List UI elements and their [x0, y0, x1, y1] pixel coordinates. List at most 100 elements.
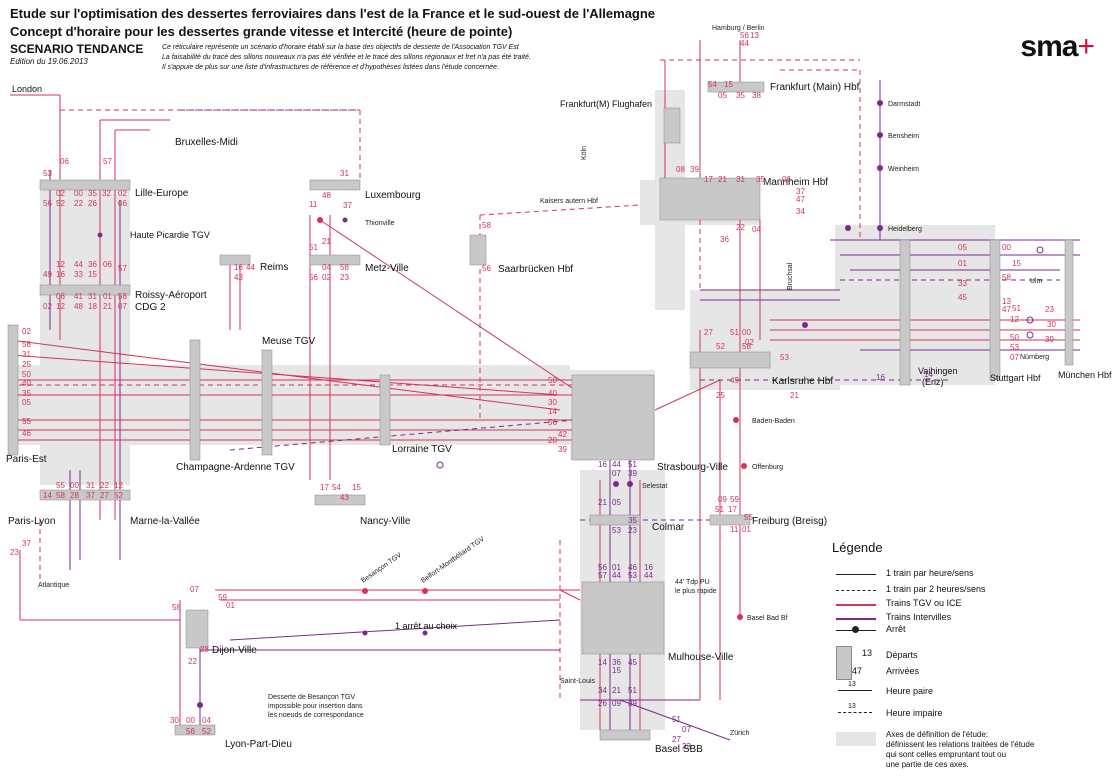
time-label-lyon: 00 [186, 716, 195, 725]
time-label-marne: 22 [100, 481, 109, 490]
time-label-karlsruhe: 27 [704, 328, 713, 337]
station-box-saarbrucken [470, 235, 486, 265]
label-colmar: Colmar [652, 522, 685, 533]
station-box-paris-est [8, 325, 18, 455]
stop-selestat [613, 481, 619, 487]
time-label-metz: 58 [340, 263, 349, 272]
time-label-marne: 27 [100, 491, 109, 500]
time-label-lyon: 56 [186, 727, 195, 736]
time-label-roissy-bot: 06 [56, 292, 65, 301]
time-label-mannheim: 31 [736, 175, 745, 184]
station-box-meuse [262, 350, 272, 455]
stop-choix-2 [363, 631, 368, 636]
time-label-marne: 52 [114, 491, 123, 500]
time-label-stuttgart: 23 [1045, 305, 1054, 314]
time-label-paris-est-l: 55 [22, 417, 31, 426]
time-label-strasbourg-b: 35 [628, 516, 637, 525]
station-box-basel [600, 730, 650, 740]
time-label-reims: 16 [234, 263, 243, 272]
time-label-stuttgart: 12 [1010, 315, 1019, 324]
time-label-metz: 23 [340, 273, 349, 282]
time-label-roissy-bot: 18 [88, 302, 97, 311]
time-label-strasbourg-b: 16 [598, 460, 607, 469]
stop-ulm-1 [1037, 247, 1043, 253]
time-label-metz: 21 [322, 237, 331, 246]
time-label-saar: 58 [482, 221, 491, 230]
axis-zone-icon [836, 732, 876, 746]
label-champagne: Champagne-Ardenne TGV [176, 462, 295, 473]
label-atlantique: Atlantique [38, 582, 69, 589]
label-selestat: Selestat [642, 483, 667, 490]
label-frankfurt: Frankfurt (Main) Hbf [770, 82, 860, 93]
time-label-lille: 00 [74, 189, 83, 198]
time-label-freiburg: 09 [718, 495, 727, 504]
stop-heidelberg-2 [845, 225, 851, 231]
time-label-karlsruhe: 49 [730, 376, 739, 385]
stop-lyon-iv [197, 702, 203, 708]
time-label-strasbourg-b: 23 [628, 526, 637, 535]
station-box-vaihingen [900, 240, 910, 385]
station-box-mannheim [660, 178, 760, 220]
time-label-karlsruhe: 25 [716, 391, 725, 400]
time-label-paris-est-l: 46 [22, 429, 31, 438]
time-label-mulhouse: 51 [628, 686, 637, 695]
label-flughafen: Frankfurt(M) Flughafen [560, 99, 652, 109]
time-label-freiburg: 55 [744, 513, 753, 522]
legend-axes-4: une partie de ces axes. [886, 760, 969, 769]
time-label-lille: 57 [103, 157, 112, 166]
time-label-paris-est-l: 40 [22, 379, 31, 388]
time-label-strasbourg-b: 21 [598, 498, 607, 507]
time-label-stuttgart: 00 [1002, 243, 1011, 252]
time-label-roissy-bot: 02 [43, 302, 52, 311]
time-label-nancy: 54 [332, 483, 341, 492]
time-label-mulhouse: 39 [628, 699, 637, 708]
label-reims: Reims [260, 262, 288, 273]
time-label-stuttgart: 07 [1010, 353, 1019, 362]
stop-selestat-2 [627, 481, 633, 487]
label-bensheim: Bensheim [888, 133, 919, 140]
label-besancon: Besançon TGV [360, 552, 403, 585]
label-nancy: Nancy-Ville [360, 516, 411, 527]
station-box-champagne [190, 340, 200, 460]
time-label-roissy-bot: 07 [118, 302, 127, 311]
legend-arr-num: 47 [852, 666, 862, 676]
time-label-paris-est-l: 35 [22, 389, 31, 398]
time-label-lyon: 52 [202, 727, 211, 736]
label-basel-bad: Basel Bad Bf [747, 615, 788, 622]
time-label-marne: 31 [86, 481, 95, 490]
time-label-stuttgart: 47 [1002, 305, 1011, 314]
time-label-roissy-bot: 41 [74, 292, 83, 301]
station-box-munchen [1065, 240, 1073, 365]
time-label-marne: 58 [56, 491, 65, 500]
stop-choix-1 [423, 631, 428, 636]
time-label-nancy: 43 [340, 493, 349, 502]
label-metz: Metz-Ville [365, 263, 409, 274]
time-label-frankfurt: 44 [740, 39, 749, 48]
legend-departs: Départs [886, 650, 918, 660]
label-london: London [12, 84, 42, 94]
time-label-marne: 55 [56, 481, 65, 490]
time-label-strasbourg-l: 14 [548, 407, 557, 416]
station-box-icon [836, 646, 852, 680]
time-label-roissy-top: 15 [88, 270, 97, 279]
label-tdp: 44' Tdp PU [675, 579, 710, 586]
time-label-lille: 32 [102, 189, 111, 198]
legend-hp-num: 13 [848, 681, 856, 688]
time-label-karlsruhe: 51 [730, 328, 739, 337]
time-label-paris-est-l: 25 [22, 360, 31, 369]
time-label-lux: 31 [340, 169, 349, 178]
time-label-mulhouse: 26 [598, 699, 607, 708]
time-label-roissy-top: 06 [103, 260, 112, 269]
time-label-saar: 56 [482, 264, 491, 273]
time-label-mulhouse: 21 [612, 686, 621, 695]
time-label-strasbourg-b: 51 [628, 460, 637, 469]
time-label-roissy-bot: 31 [88, 292, 97, 301]
station-box-roissy [40, 285, 130, 295]
stop-bruchsal [802, 322, 808, 328]
time-label-lille: 56 [43, 199, 52, 208]
time-label-metz: 48 [322, 191, 331, 200]
label-desserte-3: les noeuds de correspondance [268, 712, 364, 719]
time-label-frankfurt: 54 [708, 80, 717, 89]
time-label-strasbourg-l: 56 [548, 418, 557, 427]
time-label-lille: 22 [74, 199, 83, 208]
